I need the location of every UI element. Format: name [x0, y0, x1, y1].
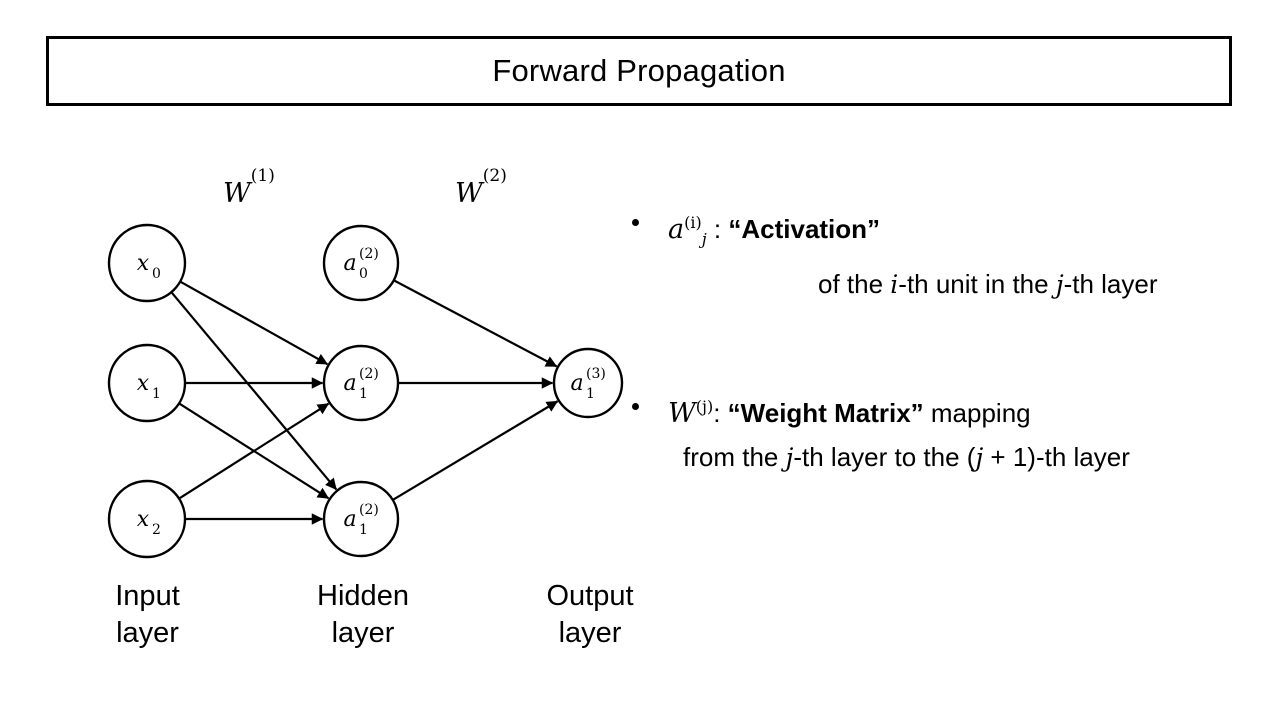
node-circle: [107, 223, 187, 303]
bullet-dot-icon: [632, 219, 639, 226]
title-box: Forward Propagation: [46, 36, 1232, 106]
note-weight-matrix: W(j): “Weight Matrix” mapping from the j…: [628, 389, 1268, 476]
node-label-superscript: (2): [359, 246, 379, 262]
weight-var-j1: j: [785, 443, 794, 473]
node-circle: [322, 224, 400, 302]
node-label: a: [343, 371, 356, 396]
layer-caption-hidden: Hidden layer: [317, 580, 409, 649]
layer-caption-output: Output layer: [546, 580, 634, 649]
node-label: a: [343, 251, 356, 276]
node-label-subscript: 1: [586, 386, 595, 402]
weight-separator: :: [713, 398, 728, 429]
activation-var-j: j: [1055, 270, 1064, 300]
edge-x0-to-a1_2: [180, 280, 329, 366]
weight-definition-line: W(j): “Weight Matrix” mapping: [628, 389, 1268, 432]
weight-term-suffix: mapping: [923, 398, 1031, 429]
node-label-subscript: 0: [152, 266, 161, 282]
edges-group: [170, 279, 559, 525]
node-circle: [322, 344, 400, 422]
node-label-superscript: (2): [359, 366, 379, 382]
node-circle: [552, 347, 624, 419]
note-activation: a(i)j : “Activation” of the i-th unit in…: [628, 205, 1268, 303]
node-label: a: [570, 371, 583, 396]
notes-panel: a(i)j : “Activation” of the i-th unit in…: [628, 205, 1268, 476]
node-circle: [107, 479, 187, 559]
weight-term: “Weight Matrix”: [727, 398, 924, 429]
node-label-subscript: 1: [152, 386, 161, 402]
weight-symbol: W(j): [668, 397, 714, 430]
node-label-subscript: 1: [359, 522, 368, 538]
edge-x0-to-a1_2b: [170, 291, 338, 491]
node-label-subscript: 1: [359, 386, 368, 402]
node-label: x: [137, 371, 150, 396]
node-circle: [322, 480, 400, 558]
edge-x2-to-a1_2: [178, 402, 330, 500]
page-title: Forward Propagation: [492, 53, 786, 88]
activation-description-line: of the i-th unit in the j-th layer: [818, 269, 1158, 300]
node-label-subscript: 2: [152, 522, 161, 538]
layer-caption-input: Input layer: [115, 580, 180, 649]
weight-var-j2: j: [975, 443, 984, 473]
activation-separator: :: [706, 214, 729, 244]
weight-description-line: from the j-th layer to the (j + 1)-th la…: [683, 442, 1130, 473]
activation-symbol: a(i)j: [668, 213, 707, 249]
node-label-superscript: (2): [359, 502, 379, 518]
bullet-dot-icon: [632, 403, 639, 411]
node-label: a: [343, 507, 356, 532]
node-label: x: [137, 507, 150, 532]
weight-label-w2: W(2): [455, 166, 507, 209]
node-label-superscript: (3): [586, 366, 606, 382]
edge-a0_2-to-a1_3: [393, 279, 558, 368]
node-label: x: [137, 251, 150, 276]
activation-definition-line: a(i)j : “Activation”: [628, 205, 1268, 257]
activation-term: “Activation”: [728, 214, 881, 244]
activation-var-i: i: [890, 270, 899, 300]
edge-a1_2b-to-a1_3: [392, 400, 559, 501]
node-circle: [107, 343, 187, 423]
node-label-subscript: 0: [359, 266, 368, 282]
weight-label-w1: W(1): [223, 166, 275, 209]
